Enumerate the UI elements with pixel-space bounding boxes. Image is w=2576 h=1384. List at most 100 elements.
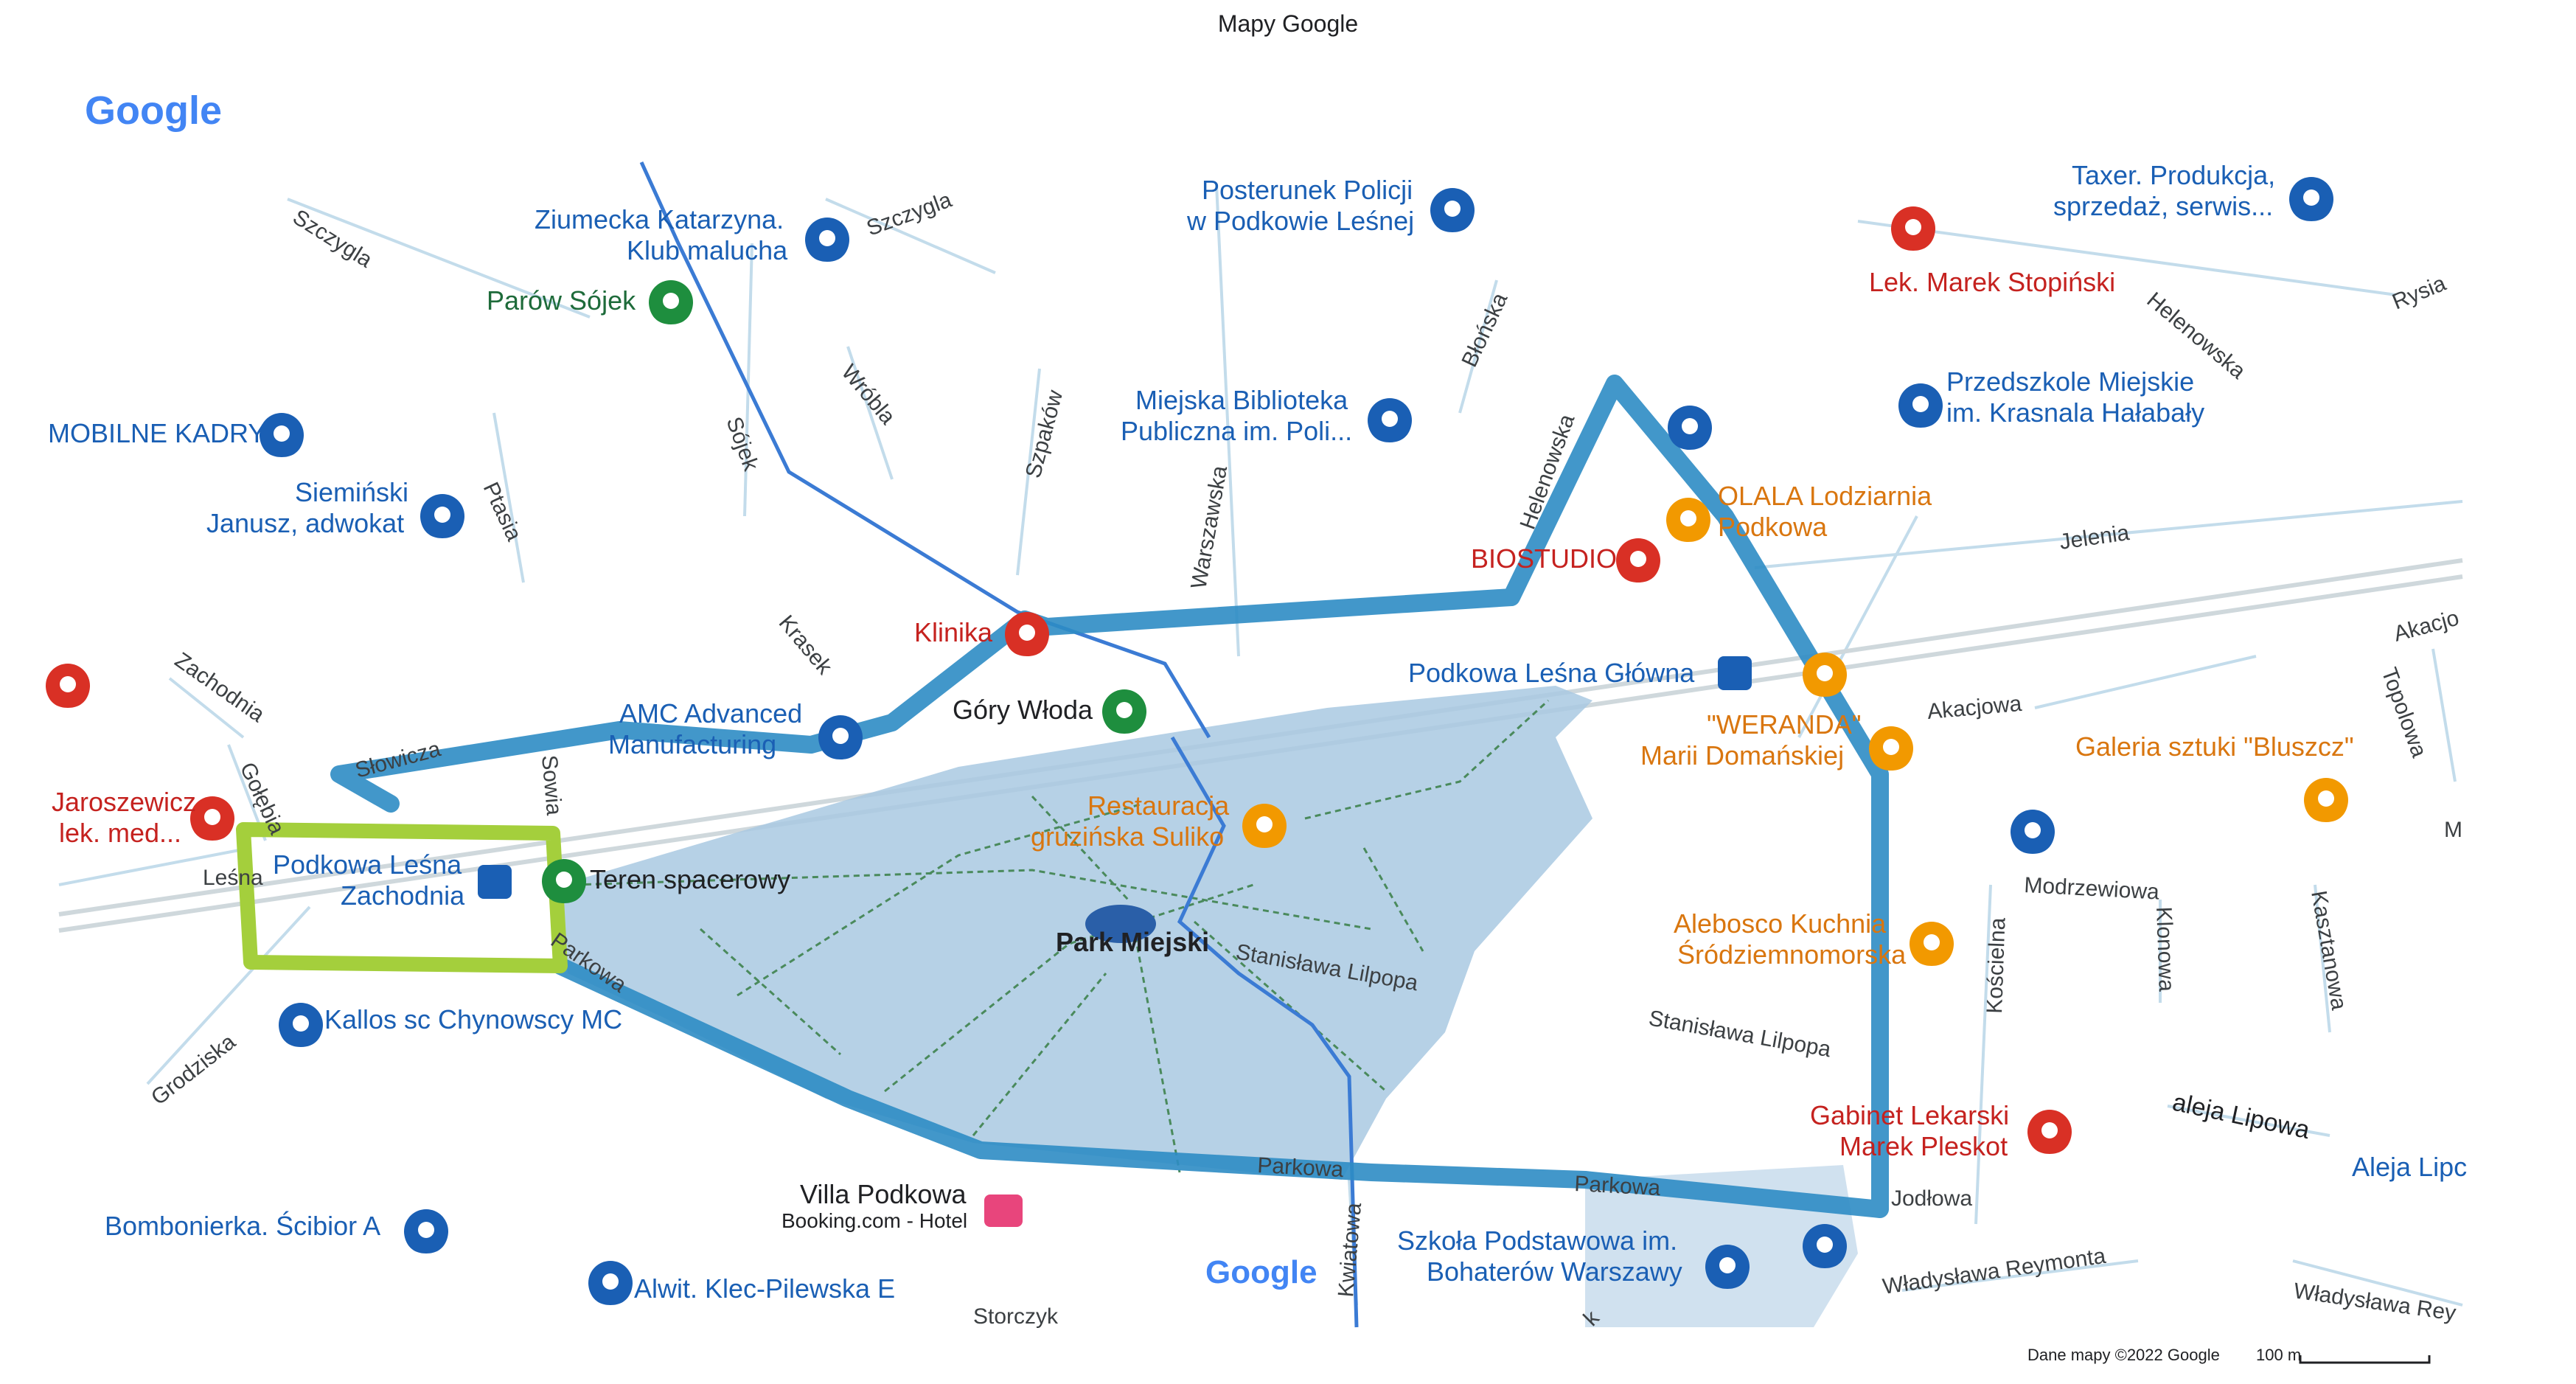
poi-label[interactable]: Zachodnia [341, 880, 465, 911]
street-label: Władysława Rey [2292, 1279, 2457, 1326]
map-pin-icon[interactable] [805, 218, 849, 262]
poi-label[interactable]: Alwit. Klec-Pilewska E [634, 1273, 895, 1304]
poi-label[interactable]: Manufacturing [608, 729, 776, 759]
poi-label[interactable]: Bombonierka. Ścibior A [105, 1210, 380, 1241]
street-label: Stanisława Lilpopa [1647, 1006, 1833, 1062]
street-label: Klonowa [2151, 906, 2179, 992]
poi-label[interactable]: im. Krasnala Hałabały [1946, 397, 2204, 428]
poi-label[interactable]: w Podkowie Leśnej [1186, 206, 1414, 236]
food-pin-icon[interactable] [1242, 804, 1287, 848]
google-logo: Google [85, 88, 222, 133]
poi-label[interactable]: AMC Advanced [619, 698, 802, 728]
street-label: Kościelna [1983, 917, 2011, 1014]
poi-label[interactable]: Marek Pleskot [1839, 1131, 2008, 1161]
poi-label[interactable]: gruzińska Suliko [1031, 821, 1224, 852]
map-pin-icon[interactable] [279, 1003, 323, 1047]
food-pin-icon[interactable] [1666, 498, 1710, 542]
medical-pin-icon[interactable] [1616, 538, 1660, 583]
hospital-pin-icon[interactable] [1891, 206, 1935, 251]
hospital-pin-icon[interactable] [46, 664, 90, 708]
poi-label[interactable]: Klub malucha [627, 235, 788, 265]
school-pin-icon[interactable] [1898, 383, 1943, 428]
stream-north [639, 161, 1211, 739]
street-label: Kasztanowa [2306, 889, 2351, 1012]
tree-pin-icon[interactable] [649, 280, 693, 324]
poi-label[interactable]: Villa Podkowa [800, 1179, 967, 1209]
poi-sublabel[interactable]: Booking.com - Hotel [781, 1209, 967, 1232]
map-pin-icon[interactable] [2289, 177, 2333, 221]
street-label: Akacjowa [1926, 692, 2023, 724]
food-pin-icon[interactable] [1869, 726, 1913, 771]
hospital-pin-icon[interactable] [2027, 1110, 2072, 1154]
poi-label[interactable]: lek. med... [59, 818, 181, 848]
tree-pin-icon[interactable] [1102, 689, 1146, 734]
poi-label[interactable]: sprzedaż, serwis... [2053, 191, 2273, 221]
factory-pin-icon[interactable] [818, 715, 863, 759]
poi-label[interactable]: OLALA Lodziarnia [1718, 481, 1932, 511]
poi-label[interactable]: Parów Sójek [487, 285, 636, 316]
map-pin-icon[interactable] [420, 494, 464, 538]
poi-label[interactable]: Bohaterów Warszawy [1427, 1256, 1682, 1287]
street-label: Leśna [203, 866, 263, 890]
food-pin-icon[interactable] [1910, 922, 1954, 966]
page-title: Mapy Google [1217, 10, 1359, 37]
poi-label[interactable]: Alebosco Kuchnia [1674, 908, 1887, 939]
street-label: Sowia [537, 754, 566, 817]
poi-label[interactable]: Taxer. Produkcja, [2072, 160, 2275, 190]
train-station-icon[interactable] [1718, 656, 1752, 690]
poi-label[interactable]: Gabinet Lekarski [1810, 1100, 2009, 1130]
poi-label[interactable]: Marii Domańskiej [1640, 740, 1844, 771]
library-pin-icon[interactable] [1368, 398, 1412, 442]
hospital-pin-icon[interactable] [1005, 612, 1049, 656]
poi-label[interactable]: Jaroszewicz [52, 787, 196, 817]
street-label: Rysia [2389, 271, 2449, 315]
poi-label[interactable]: "WERANDA" [1707, 709, 1862, 740]
tree-pin-icon[interactable] [542, 859, 586, 903]
hotel-pin-icon[interactable] [984, 1195, 1023, 1227]
hospital-pin-icon[interactable] [190, 796, 234, 841]
poi-label[interactable]: Teren spacerowy [590, 864, 790, 894]
poi-label[interactable]: Podkowa Leśna [273, 849, 462, 880]
poi-label[interactable]: Publiczna im. Poli... [1121, 416, 1352, 446]
google-watermark: Google [1205, 1254, 1317, 1290]
street-label: Topolowa [2376, 664, 2431, 761]
poi-label[interactable]: Klinika [914, 617, 993, 647]
poi-label[interactable]: Janusz, adwokat [206, 508, 404, 538]
street-label: Szpaków [1021, 387, 1068, 480]
highlight-box [236, 822, 568, 973]
school-pin-icon[interactable] [1803, 1224, 1847, 1268]
school-pin-icon[interactable] [2011, 810, 2055, 854]
poi-label[interactable]: Miejska Biblioteka [1135, 385, 1348, 415]
poi-label[interactable]: Góry Włoda [953, 695, 1093, 725]
train-station-icon[interactable] [478, 865, 512, 899]
street-label: Aleja Lipc [2352, 1152, 2467, 1182]
poi-label[interactable]: Posterunek Policji [1202, 175, 1413, 205]
poi-label[interactable]: Szkoła Podstawowa im. [1397, 1225, 1677, 1256]
poi-label[interactable]: Ziumecka Katarzyna. [535, 204, 784, 234]
poi-label[interactable]: Podkowa [1718, 512, 1828, 542]
map-pin-icon[interactable] [588, 1261, 633, 1305]
street-label: M [2444, 818, 2462, 842]
poi-label[interactable]: Galeria sztuki "Bluszcz" [2075, 731, 2354, 762]
poi-label[interactable]: Przedszkole Miejskie [1946, 366, 2194, 397]
poi-label[interactable]: Restauracja [1087, 790, 1230, 821]
poi-label[interactable]: Lek. Marek Stopiński [1869, 267, 2115, 297]
school-pin-icon[interactable] [1705, 1245, 1750, 1289]
gallery-pin-icon[interactable] [2304, 778, 2348, 822]
poi-layer[interactable]: Ziumecka Katarzyna. Klub malucha Parów S… [46, 160, 2354, 1305]
pond [1085, 905, 1156, 943]
poi-label[interactable]: MOBILNE KADRY [48, 418, 265, 448]
poi-label[interactable]: Siemiński [295, 477, 408, 507]
street-label: Słowicza [352, 737, 443, 783]
map-pin-icon[interactable] [260, 413, 304, 457]
poi-label[interactable]: Podkowa Leśna Główna [1408, 658, 1695, 688]
map-pin-icon[interactable] [404, 1209, 448, 1253]
police-pin-icon[interactable] [1430, 188, 1475, 232]
poi-label[interactable]: Śródziemnomorska [1677, 939, 1907, 970]
minor-roads [58, 184, 2463, 1307]
food-pin-icon[interactable] [1803, 653, 1847, 697]
poi-label[interactable]: BIOSTUDIO [1471, 543, 1617, 574]
poi-label[interactable]: Kallos sc Chynowscy MC [324, 1004, 622, 1034]
shopping-pin-icon[interactable] [1668, 406, 1712, 450]
